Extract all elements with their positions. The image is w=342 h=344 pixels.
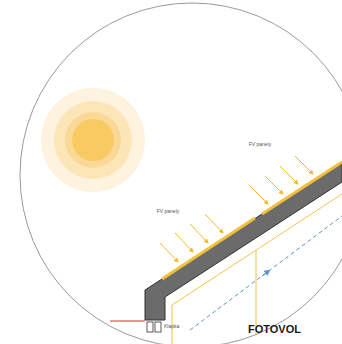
- illustration-part: [110, 321, 145, 322]
- illustration-part: [54, 101, 132, 179]
- illustration-part: [280, 166, 298, 184]
- illustration-part: [205, 214, 223, 233]
- part-label: Klapka: [164, 323, 179, 329]
- section-title: FOTOVOL: [248, 323, 301, 335]
- illustration-part: [250, 186, 268, 204]
- illustration-part: [20, 3, 342, 344]
- illustration-part: [72, 119, 114, 161]
- illustration-part: [155, 322, 161, 332]
- panel-label: FV panely: [248, 141, 272, 147]
- illustration-part: [65, 112, 121, 168]
- illustration-part: [145, 162, 342, 320]
- illustration-part: [41, 88, 145, 192]
- illustration-part: [295, 156, 313, 174]
- illustration-part: [147, 322, 153, 332]
- illustration-part: [162, 218, 255, 279]
- illustration-part: [160, 156, 313, 262]
- illustration-part: [190, 216, 342, 330]
- panel-label: FV panely: [156, 208, 180, 214]
- illustration-part: [175, 233, 193, 252]
- illustration-part: [262, 162, 342, 214]
- illustration-part: [262, 272, 268, 277]
- illustration-part: [160, 243, 178, 262]
- illustration-part: [265, 176, 283, 194]
- illustration-part: [190, 224, 208, 243]
